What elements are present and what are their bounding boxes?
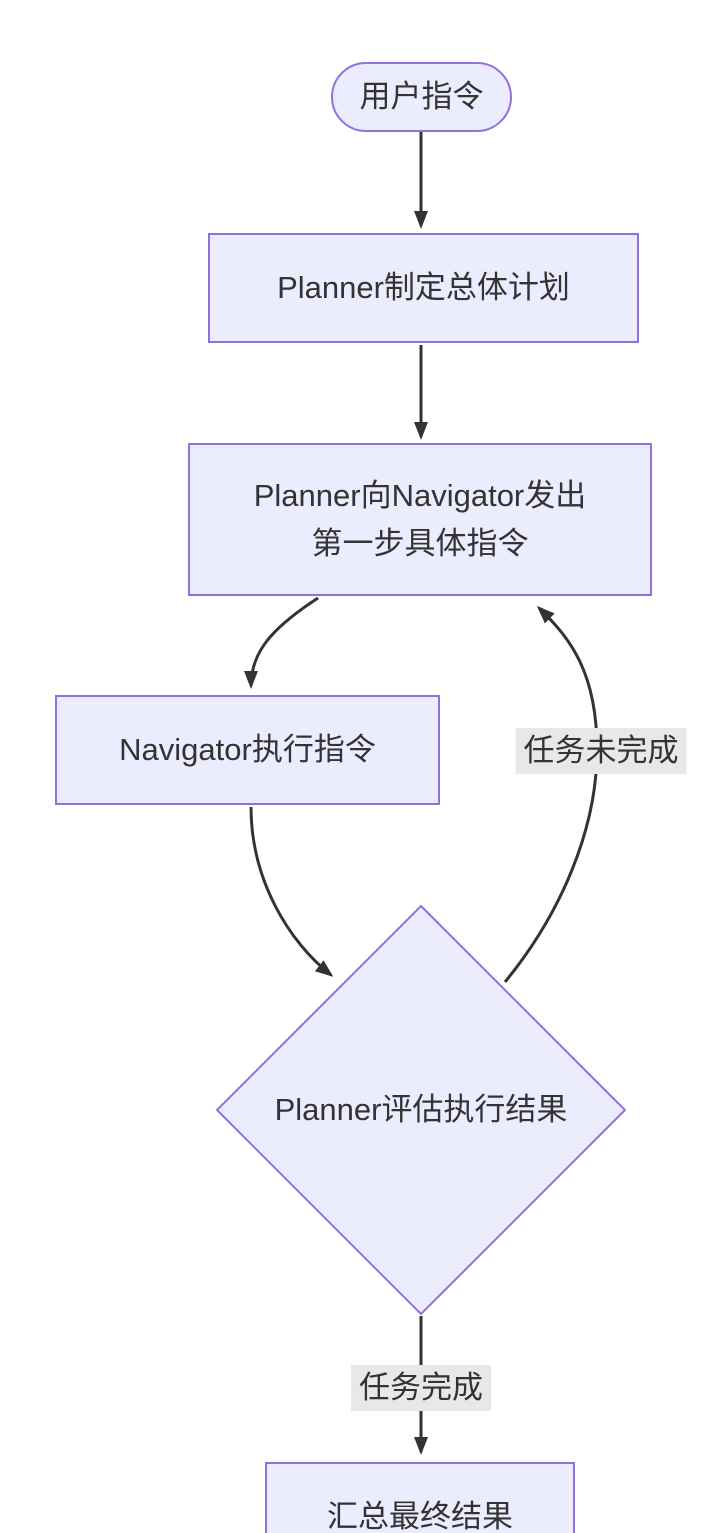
node-user-instruction: 用户指令 (331, 62, 512, 132)
edge-execute-evaluate (249, 806, 334, 977)
edge-evaluate-instruct (503, 605, 599, 983)
node-planner-instruct-navigator: Planner向Navigator发出 第一步具体指令 (188, 443, 652, 596)
node-summarize-result-label: 汇总最终结果 (327, 1499, 513, 1533)
node-planner-instruct-navigator-line2: 第一步具体指令 (311, 525, 529, 561)
node-planner-instruct-navigator-line1: Planner向Navigator发出 (253, 477, 587, 513)
node-planner-overall-plan: Planner制定总体计划 (208, 233, 639, 343)
node-navigator-execute: Navigator执行指令 (55, 695, 440, 805)
edge-label-task-done: 任务完成 (351, 1365, 491, 1411)
node-summarize-result: 汇总最终结果 (265, 1462, 575, 1533)
node-planner-evaluate-label: Planner评估执行结果 (274, 1092, 568, 1127)
node-planner-evaluate: Planner评估执行结果 (236, 1084, 606, 1136)
node-planner-overall-plan-label: Planner制定总体计划 (277, 270, 570, 305)
edge-label-task-not-done: 任务未完成 (515, 728, 687, 774)
node-navigator-execute-label: Navigator执行指令 (119, 732, 376, 767)
node-user-instruction-label: 用户指令 (359, 79, 484, 114)
decision-diamond-shape (215, 904, 627, 1316)
edge-instruct-execute (244, 596, 319, 689)
